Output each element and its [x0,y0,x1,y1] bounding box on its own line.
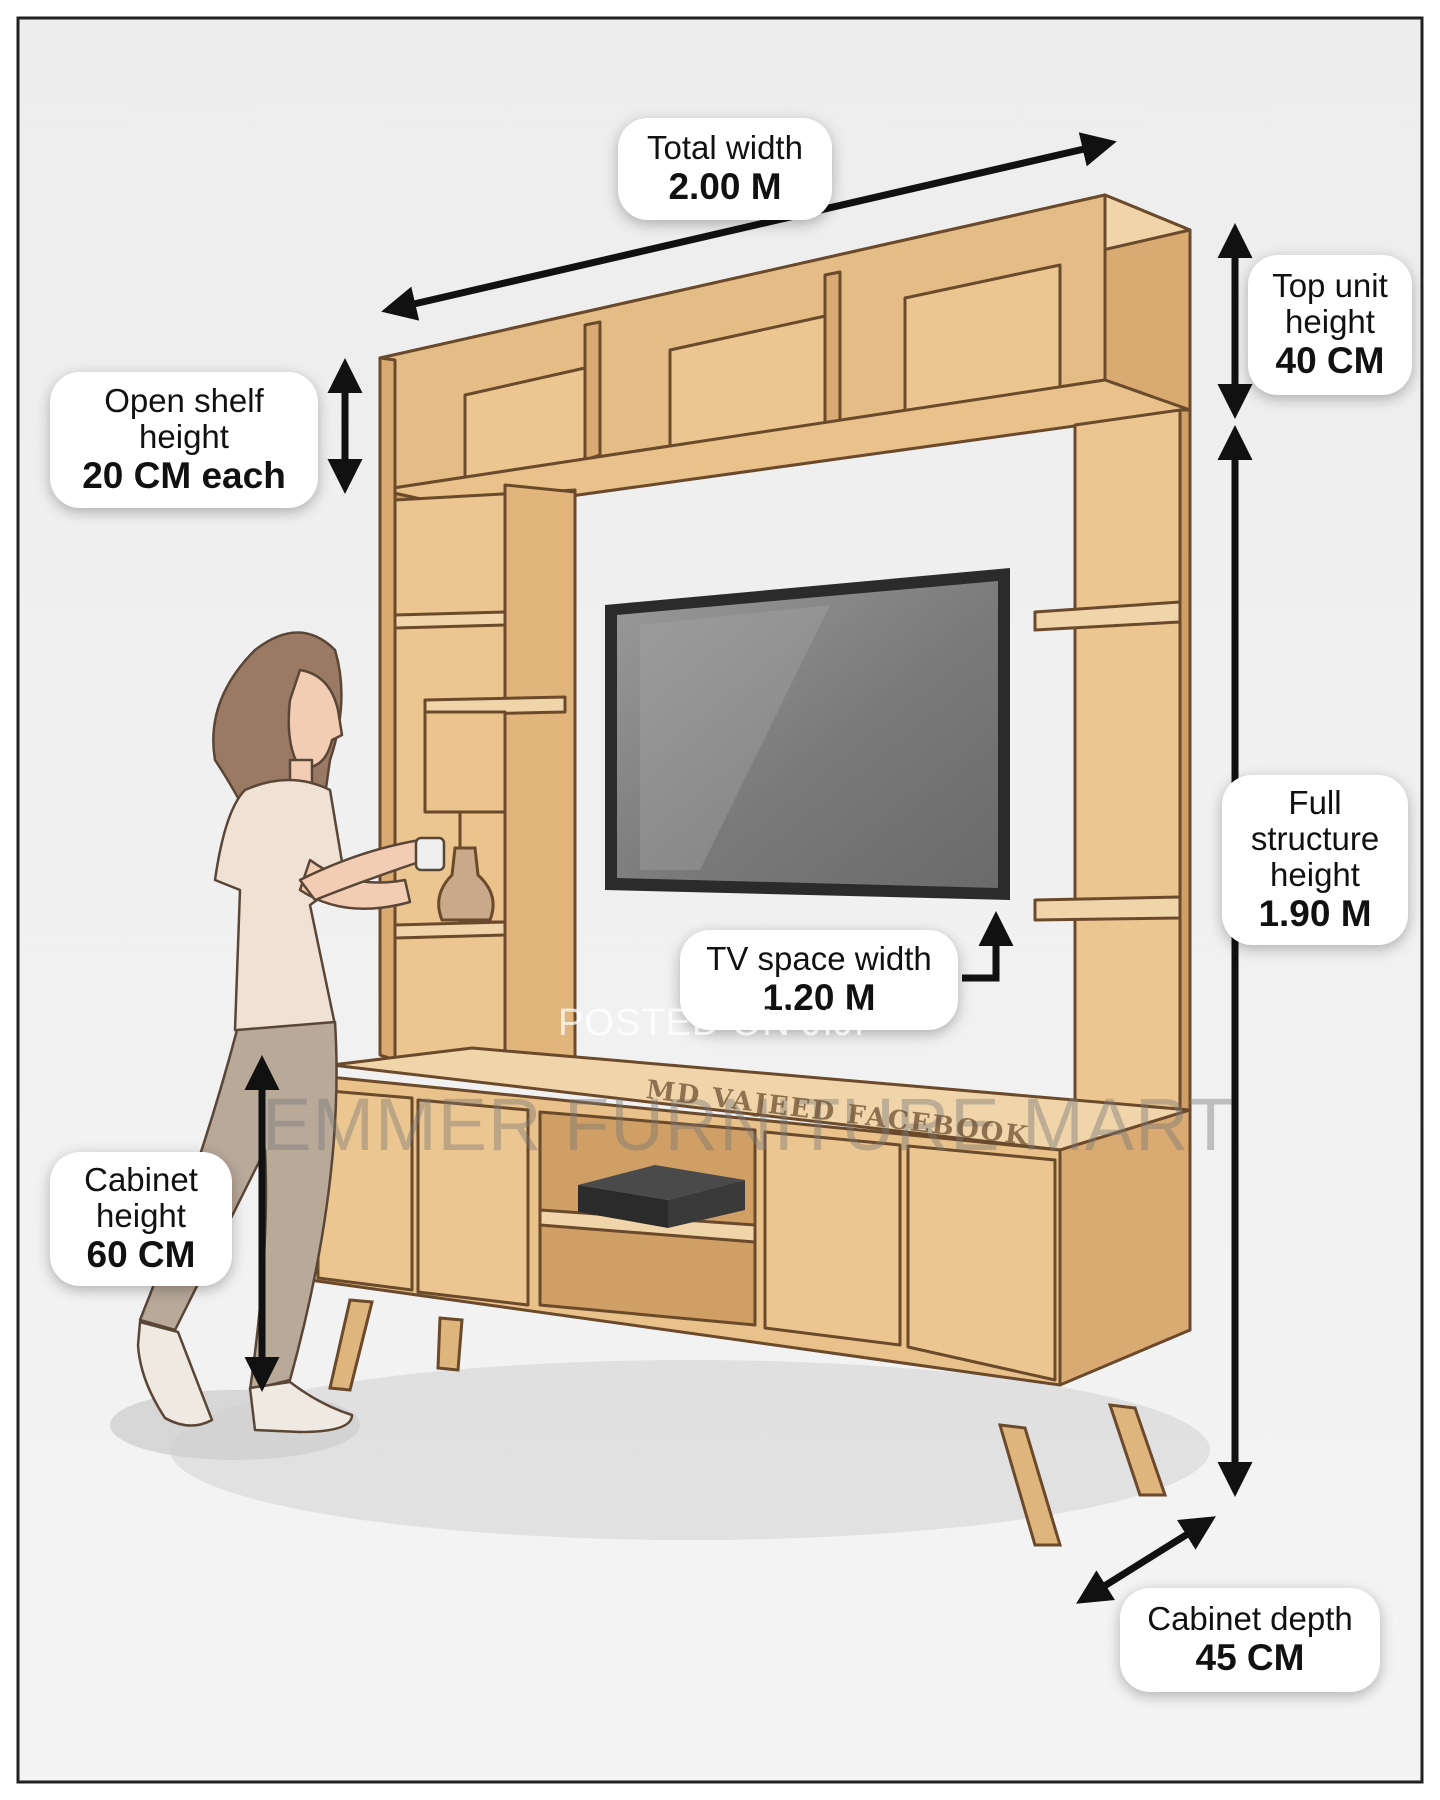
dimension-arrows [244,132,1253,1604]
tv-space-width-label: TV space width [706,940,932,977]
person-illustration [136,631,446,1434]
tv-screen [617,581,998,888]
tv-space-width-callout: TV space width 1.20 M [680,930,958,1030]
full-structure-height-label-1: Full [1288,784,1342,821]
top-unit-height-label-2: height [1285,303,1375,340]
floor-shadow [170,1360,1210,1540]
total-width-arrow [381,132,1117,321]
tv-glare [640,605,830,870]
total-width-label: Total width [647,129,803,166]
cabinet-depth-callout: Cabinet depth 45 CM [1120,1588,1380,1692]
open-shelf-height-label-1: Open shelf [104,382,264,419]
cabinet-height-label-2: height [96,1197,186,1234]
cabinet-depth-value: 45 CM [1195,1637,1305,1678]
tv-space-width-value: 1.20 M [762,977,876,1018]
total-width-value: 2.00 M [668,166,782,207]
cabinet-legs [328,1298,1168,1547]
cabinet-depth-label: Cabinet depth [1147,1600,1353,1637]
cabinet-height-value: 60 CM [86,1234,196,1275]
tv-space-width-pointer [962,911,1014,982]
open-shelf-height-value: 20 CM each [82,455,286,496]
full-structure-height-label-3: height [1270,856,1360,893]
cabinet-depth-arrow [1076,1516,1216,1604]
tv [605,568,1010,900]
open-shelf-height-callout: Open shelf height 20 CM each [50,372,318,508]
cabinet-height-callout: Cabinet height 60 CM [50,1152,232,1286]
open-shelf-height-label-2: height [139,418,229,455]
full-structure-height-callout: Full structure height 1.90 M [1222,775,1408,945]
left-shelf-tower [378,356,577,1077]
right-shelf-tower [1033,408,1192,1114]
cabinet-height-label-1: Cabinet [84,1161,198,1198]
full-structure-height-label-2: structure [1250,820,1380,857]
top-unit-height-value: 40 CM [1275,340,1385,381]
vase [437,846,495,922]
total-width-callout: Total width 2.00 M [618,118,832,220]
media-player [578,1165,745,1228]
cabinet [308,1046,1192,1387]
top-unit-height-callout: Top unit height 40 CM [1248,255,1412,395]
full-structure-height-value: 1.90 M [1258,893,1372,934]
top-unit-height-label-1: Top unit [1272,267,1388,304]
